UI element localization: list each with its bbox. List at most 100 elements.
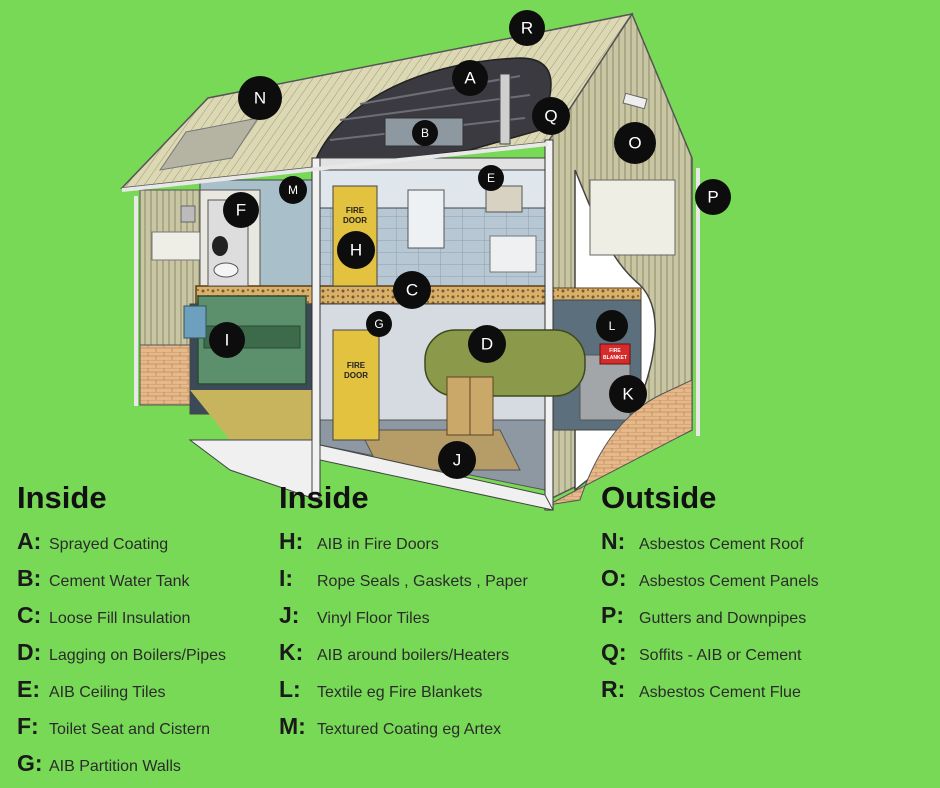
svg-text:L: L: [609, 319, 616, 333]
legend-key: D:: [17, 639, 42, 665]
legend-text: Rope Seals , Gaskets , Paper: [317, 573, 528, 590]
legend-text: Asbestos Cement Panels: [639, 573, 819, 590]
svg-text:J: J: [453, 451, 462, 470]
svg-text:O: O: [628, 134, 641, 153]
marker-Q: Q: [532, 97, 570, 135]
building-cutaway-illustration: FIRE DOOR FIRE DOOR FIRE BLANKET A B C: [120, 10, 731, 511]
legend-text: Gutters and Downpipes: [639, 610, 807, 627]
legend-heading-inside-1: Inside: [17, 480, 107, 515]
marker-L: L: [596, 310, 628, 342]
legend-item-K: K: AIB around boilers/Heaters: [279, 639, 528, 676]
svg-text:R: R: [521, 19, 533, 38]
svg-text:F: F: [236, 201, 246, 220]
legend-key: F:: [17, 713, 39, 739]
legend-item-N: N: Asbestos Cement Roof: [601, 528, 819, 565]
legend-key: L:: [279, 676, 301, 702]
marker-B: B: [412, 120, 438, 146]
legend-key: N:: [601, 528, 626, 554]
legend-text: Asbestos Cement Roof: [639, 536, 804, 553]
svg-text:M: M: [288, 183, 298, 197]
legend-key: M:: [279, 713, 306, 739]
legend-text: AIB Partition Walls: [49, 758, 181, 775]
legend-text: Vinyl Floor Tiles: [317, 610, 430, 627]
legend-outside: Outside N: Asbestos Cement Roof O:Asbesto…: [601, 478, 819, 713]
fire-door-lower: FIRE DOOR: [332, 329, 380, 441]
legend-item-I: I: Rope Seals , Gaskets , Paper: [279, 565, 528, 602]
legend-key: K:: [279, 639, 304, 665]
legend-item-H: H: AIB in Fire Doors: [279, 528, 528, 565]
marker-O: O: [614, 122, 656, 164]
svg-text:E: E: [487, 171, 495, 185]
legend-inside-1: Inside A:Sprayed Coating B: Cement Water …: [17, 478, 226, 787]
legend-item-A: A:Sprayed Coating: [17, 528, 226, 565]
gutter-downpipe: [121, 142, 700, 436]
legend-item-J: J: Vinyl Floor Tiles: [279, 602, 528, 639]
fire-door-upper: FIRE DOOR: [332, 185, 378, 287]
legend-item-Q: Q:Soffits - AIB or Cement: [601, 639, 819, 676]
fuse-board: [407, 189, 445, 249]
marker-N: N: [238, 76, 282, 120]
marker-R: R: [509, 10, 545, 46]
legend-item-E: E:AIB Ceiling Tiles: [17, 676, 226, 713]
legend-text: AIB in Fire Doors: [317, 536, 439, 553]
legend-list-outside: N: Asbestos Cement Roof O:Asbestos Cement…: [601, 528, 819, 713]
legend-key: P:: [601, 602, 624, 628]
legend-item-O: O:Asbestos Cement Panels: [601, 565, 819, 602]
legend-item-L: L: Textile eg Fire Blankets: [279, 676, 528, 713]
svg-text:D: D: [481, 335, 493, 354]
fire-blanket: FIRE BLANKET: [599, 343, 631, 365]
legend-item-D: D: Lagging on Boilers/Pipes: [17, 639, 226, 676]
legend-text: Lagging on Boilers/Pipes: [49, 647, 227, 664]
legend-text: Textile eg Fire Blankets: [317, 684, 483, 701]
svg-text:I: I: [225, 331, 230, 350]
marker-A: A: [452, 60, 488, 96]
legend-text: Asbestos Cement Flue: [639, 684, 801, 701]
fire-blanket-line1: FIRE: [609, 348, 621, 354]
boiler: [424, 329, 586, 436]
legend-text: Cement Water Tank: [49, 573, 190, 590]
legend-list-inside-2: H: AIB in Fire Doors I: Rope Seals , Gaske…: [279, 528, 528, 750]
svg-text:N: N: [254, 89, 266, 108]
legend-inside-2: Inside H: AIB in Fire Doors I: Rope Seals …: [279, 478, 528, 750]
marker-C: C: [393, 271, 431, 309]
marker-K: K: [609, 375, 647, 413]
flue-pipe: [499, 73, 511, 145]
fire-door-lower-line2: DOOR: [344, 371, 368, 380]
svg-text:P: P: [707, 188, 718, 207]
marker-I: I: [209, 322, 245, 358]
legend-key: C:: [17, 602, 42, 628]
legend-text: Soffits - AIB or Cement: [639, 647, 802, 664]
legend-key: A:: [17, 528, 42, 554]
radiator: [489, 235, 537, 273]
fire-blanket-line2: BLANKET: [603, 355, 627, 361]
legend-item-M: M:Textured Coating eg Artex: [279, 713, 528, 750]
legend-key: J:: [279, 602, 300, 628]
marker-J: J: [438, 441, 476, 479]
legend-text: AIB around boilers/Heaters: [317, 647, 510, 664]
svg-text:C: C: [406, 281, 418, 300]
fire-door-upper-line2: DOOR: [343, 216, 367, 225]
svg-text:K: K: [622, 385, 634, 404]
legend-key: B:: [17, 565, 42, 591]
legend-key: H:: [279, 528, 304, 554]
legend-text: Toilet Seat and Cistern: [49, 721, 210, 738]
legend-item-B: B: Cement Water Tank: [17, 565, 226, 602]
legend-key: G:: [17, 750, 43, 776]
legend-list-inside-1: A:Sprayed Coating B: Cement Water Tank C:…: [17, 528, 226, 787]
legend-text: Loose Fill Insulation: [49, 610, 191, 627]
fire-door-lower-line1: FIRE: [347, 361, 366, 370]
fire-door-upper-line1: FIRE: [346, 206, 365, 215]
legend-heading-outside: Outside: [601, 480, 717, 515]
legend-heading-inside-2: Inside: [279, 480, 369, 515]
svg-text:G: G: [374, 317, 383, 331]
svg-text:Q: Q: [544, 107, 557, 126]
legend-key: R:: [601, 676, 626, 702]
marker-P: P: [695, 179, 731, 215]
marker-G: G: [366, 311, 392, 337]
svg-text:H: H: [350, 241, 362, 260]
legend-item-R: R: Asbestos Cement Flue: [601, 676, 819, 713]
marker-E: E: [478, 165, 504, 191]
legend-key: I:: [279, 565, 294, 591]
legend-text: AIB Ceiling Tiles: [49, 684, 166, 701]
legend-item-F: F: Toilet Seat and Cistern: [17, 713, 226, 750]
